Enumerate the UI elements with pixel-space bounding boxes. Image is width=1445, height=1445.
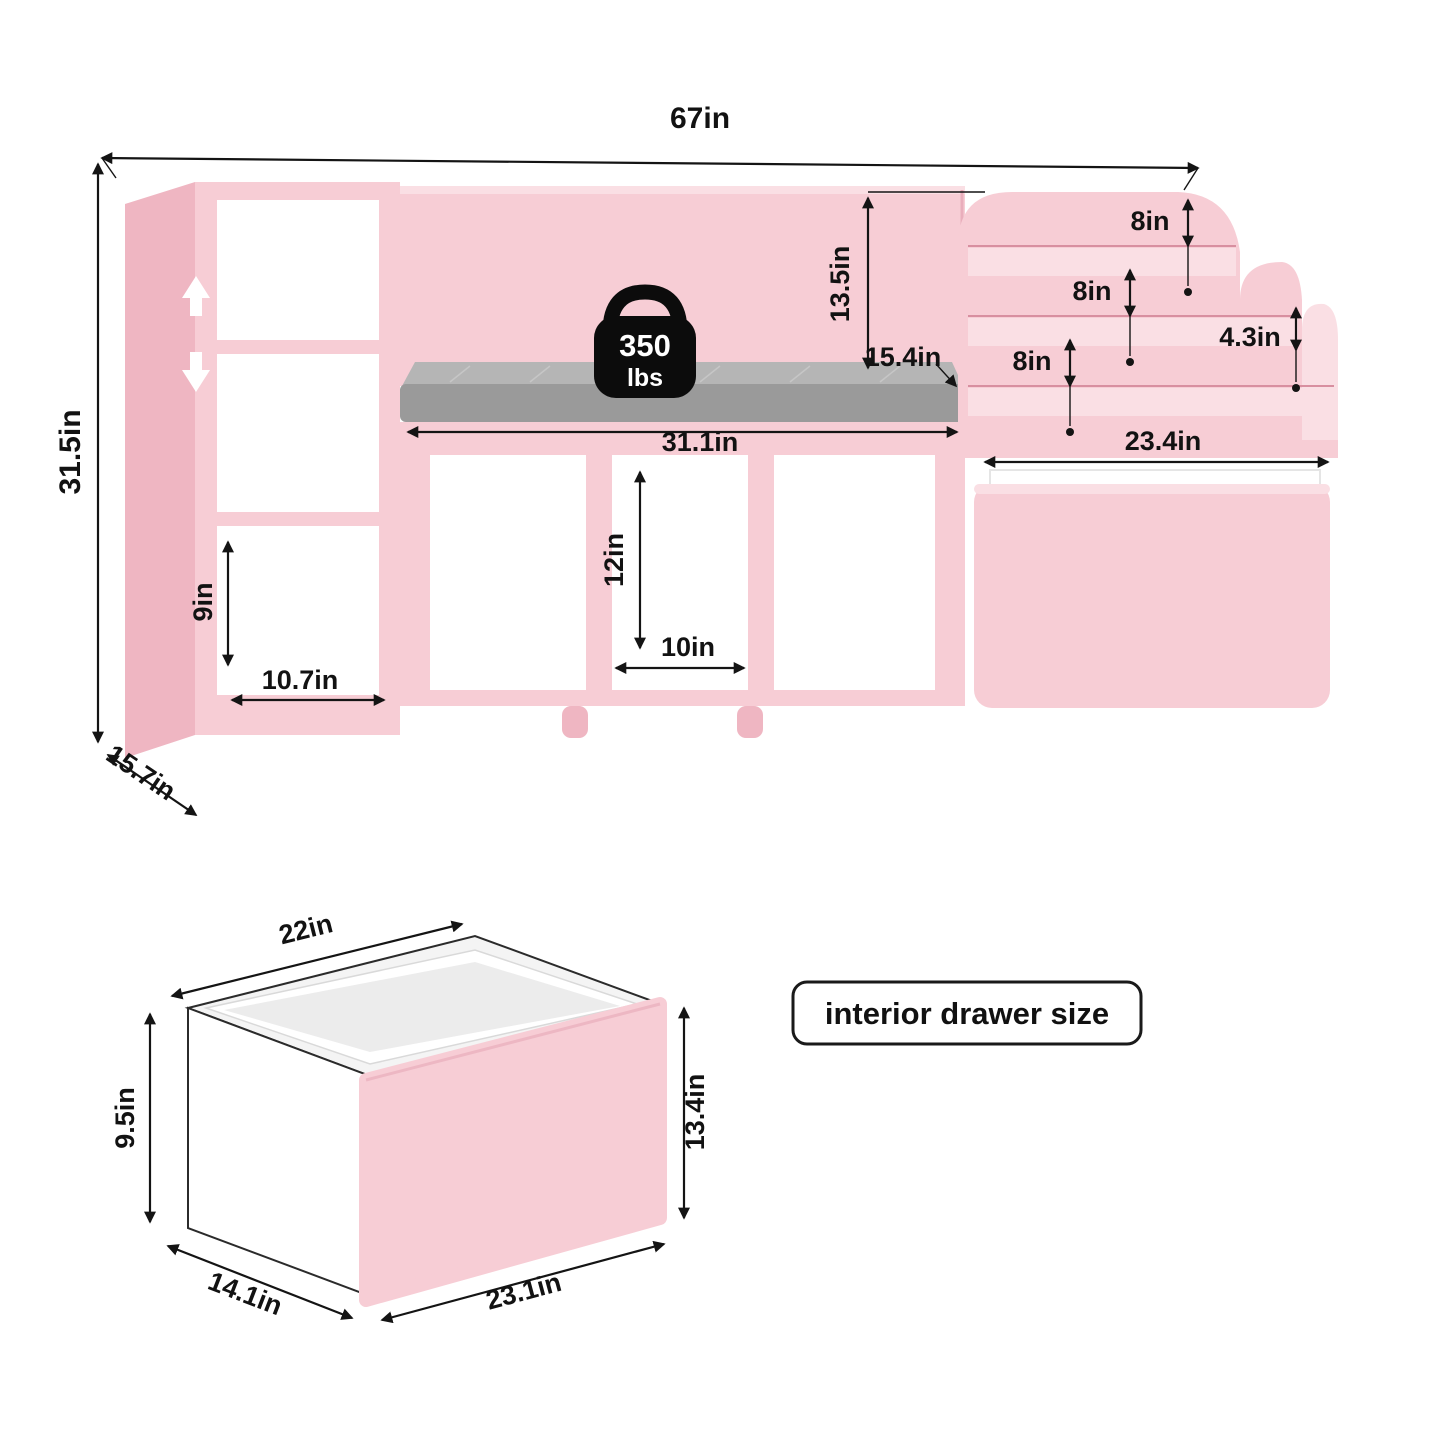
dim-label-side-shelf-height: 9in	[188, 582, 218, 621]
bench-leg-left	[562, 706, 588, 738]
dimension-cubby-width: 10in	[614, 632, 746, 674]
weight-capacity-badge: 350 lbs	[594, 284, 696, 398]
dim-leader-dot	[1292, 384, 1300, 392]
toy-drawer	[974, 469, 1330, 708]
rack-tier-board-3	[968, 388, 1334, 416]
dimension-seat-width: 31.1in	[406, 426, 959, 457]
drawer-front-top-edge	[365, 1002, 661, 1082]
dimension-overall-width: 67in	[100, 102, 1200, 191]
cubby-divider-1	[586, 455, 612, 690]
dimension-overall-height: 31.5in	[54, 162, 104, 744]
dimension-rack-tier-middle: 8in	[1072, 268, 1136, 366]
toy-drawer-front	[974, 484, 1330, 708]
dim-line	[106, 754, 198, 816]
cubby-divider-2	[748, 455, 774, 690]
adjustable-up-arrow-icon	[182, 276, 210, 316]
book-rack	[958, 192, 1338, 458]
dimension-drawer-front-height: 13.4in	[678, 1006, 710, 1220]
kettlebell-handle-icon	[602, 284, 688, 340]
drawer-inner-bottom	[224, 962, 620, 1052]
dim-tick-right	[1183, 167, 1199, 191]
dim-label-rack-lip: 4.3in	[1219, 322, 1281, 352]
interior-drawer-size-callout: interior drawer size	[791, 980, 1143, 1046]
bookcase-side-panel	[125, 182, 195, 758]
cushion-front	[400, 384, 965, 422]
dim-label-seat-height: 15.4in	[865, 342, 942, 372]
rack-tier-board-2	[968, 318, 1298, 346]
dim-label-seat-width: 31.1in	[662, 427, 739, 457]
dim-leader	[935, 363, 958, 388]
dimension-backrest-height: 13.5in	[825, 191, 985, 370]
dim-label-cubby-width: 10in	[661, 632, 715, 662]
cubby-left-wall	[400, 455, 430, 705]
dim-label-drawer-front-width: 23.1in	[483, 1267, 565, 1316]
weight-unit: lbs	[627, 364, 663, 392]
wire-rack-upper	[216, 298, 380, 338]
dim-label-overall-width: 67in	[670, 102, 730, 135]
dim-label-rack-tier-top: 8in	[1130, 206, 1169, 236]
dimension-drawer-back-height: 9.5in	[110, 1012, 156, 1224]
rack-base-board	[958, 440, 1338, 458]
dim-label-backrest-height: 13.5in	[825, 246, 855, 323]
dim-line	[170, 920, 464, 1000]
cubby-bottom-board	[400, 690, 965, 706]
dim-label-rack-tier-bottom: 8in	[1012, 346, 1051, 376]
bench-leg-right	[737, 706, 763, 738]
dimension-seat-height: 15.4in	[865, 342, 958, 388]
dimension-side-shelf-width: 10.7in	[230, 665, 386, 706]
dim-label-side-shelf-width: 10.7in	[262, 665, 339, 695]
bookcase-interior	[217, 200, 379, 695]
cubby-interior	[430, 455, 935, 690]
dimension-rack-tier-bottom: 8in	[1012, 338, 1076, 436]
dimension-rack-width: 23.4in	[983, 426, 1330, 468]
dim-label-drawer-depth: 14.1in	[204, 1266, 286, 1321]
dim-leader-dot	[1126, 358, 1134, 366]
dim-label-drawer-front-height: 13.4in	[680, 1074, 710, 1151]
adjustable-down-arrow-icon	[182, 352, 210, 392]
dim-line	[166, 1244, 354, 1320]
dim-label-overall-height: 31.5in	[54, 409, 87, 494]
left-bookcase	[125, 182, 400, 758]
dimension-rack-lip: 4.3in	[1219, 306, 1302, 392]
dim-label-rack-tier-middle: 8in	[1072, 276, 1111, 306]
rack-middle-panel	[1240, 262, 1302, 455]
dim-label-cubby-height: 12in	[599, 533, 629, 587]
toy-drawer-front-top-edge	[974, 484, 1330, 494]
dim-line	[100, 152, 1200, 174]
rack-front-lip-panel	[1302, 303, 1338, 455]
dimension-rack-tier-top: 8in	[1130, 198, 1194, 296]
dimension-cubby-height: 12in	[599, 470, 646, 650]
dim-label-rack-width: 23.4in	[1125, 426, 1202, 456]
dim-label-drawer-back-height: 9.5in	[110, 1087, 140, 1149]
weight-value: 350	[619, 328, 671, 363]
rack-tier-board-1	[968, 248, 1236, 276]
dim-leader-dot	[1066, 428, 1074, 436]
bookcase-shelf-board-2	[217, 512, 379, 526]
bookcase-shelf-board-1	[217, 340, 379, 354]
dimension-side-shelf-height: 9in	[188, 540, 234, 667]
callout-box	[791, 980, 1143, 1046]
dim-label-drawer-top-width: 22in	[276, 908, 336, 950]
kettlebell-body-icon	[594, 316, 696, 398]
drawer-diagram	[184, 934, 667, 1307]
dim-leader-dot	[1184, 288, 1192, 296]
bench-back-panel-top-edge	[400, 186, 965, 194]
cubby-right-wall	[935, 455, 965, 705]
wire-rack-lower	[216, 358, 380, 398]
dim-line	[380, 1240, 666, 1324]
callout-label: interior drawer size	[825, 996, 1109, 1031]
dim-tick-left	[101, 157, 117, 179]
